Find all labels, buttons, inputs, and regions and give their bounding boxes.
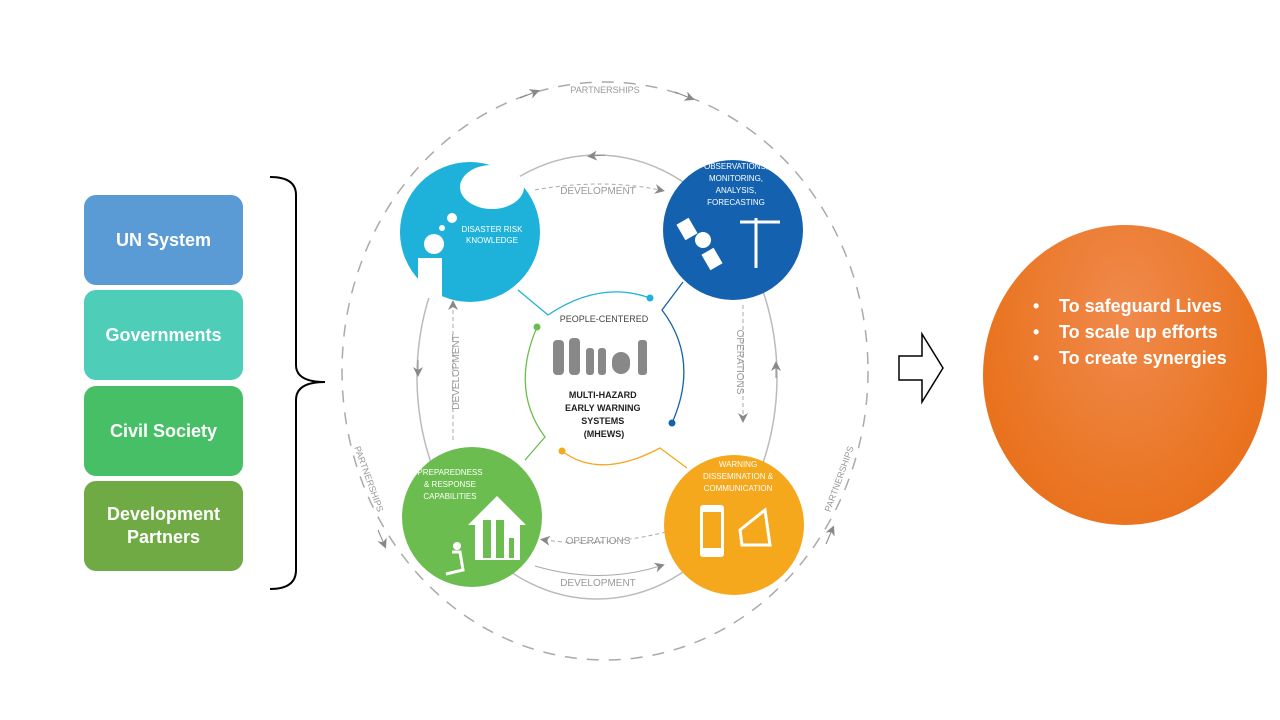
megaphone-icon [738, 507, 772, 547]
outcome-item: To create synergies [1031, 345, 1229, 371]
people-icon [553, 338, 647, 375]
pillar-observations-monitoring: OBSERVATIONS,MONITORING,ANALYSIS,FORECAS… [663, 160, 803, 300]
satellite-icon [676, 217, 723, 271]
people-centered-label: PEOPLE-CENTERED [560, 314, 649, 324]
development-label-top: DEVELOPMENT [560, 186, 636, 197]
stakeholder-governments: Governments [84, 290, 243, 380]
stakeholder-civil-society: Civil Society [84, 386, 243, 476]
operations-label-bottom: OPERATIONS [566, 536, 631, 547]
partnerships-label-left: PARTNERSHIPS [352, 445, 385, 513]
svg-text:OBSERVATIONS,MONITORING,ANALYS: OBSERVATIONS,MONITORING,ANALYSIS,FORECAS… [704, 162, 768, 207]
brace [269, 176, 326, 590]
partnerships-label-top: PARTNERSHIPS [570, 85, 639, 95]
partnerships-ring [341, 81, 869, 661]
outcome-item: To scale up efforts [1031, 319, 1229, 345]
operations-label-right: OPERATIONS [734, 330, 745, 395]
outcomes-list: To safeguard Lives To scale up efforts T… [1031, 293, 1229, 371]
stakeholder-development-partners: Development Partners [84, 481, 243, 571]
development-label-left: DEVELOPMENT [451, 334, 462, 410]
stakeholder-un-system: UN System [84, 195, 243, 285]
person-icon [424, 234, 444, 254]
mhews-title: MULTI-HAZARD EARLY WARNING SYSTEMS (MHEW… [565, 390, 643, 439]
outcome-item: To safeguard Lives [1031, 293, 1229, 319]
outcomes-circle: To safeguard Lives To scale up efforts T… [983, 225, 1267, 525]
running-person-icon [453, 542, 461, 550]
weather-station-icon [740, 218, 780, 268]
right-arrow-icon [898, 331, 944, 405]
development-label-bottom: DEVELOPMENT [560, 578, 636, 589]
